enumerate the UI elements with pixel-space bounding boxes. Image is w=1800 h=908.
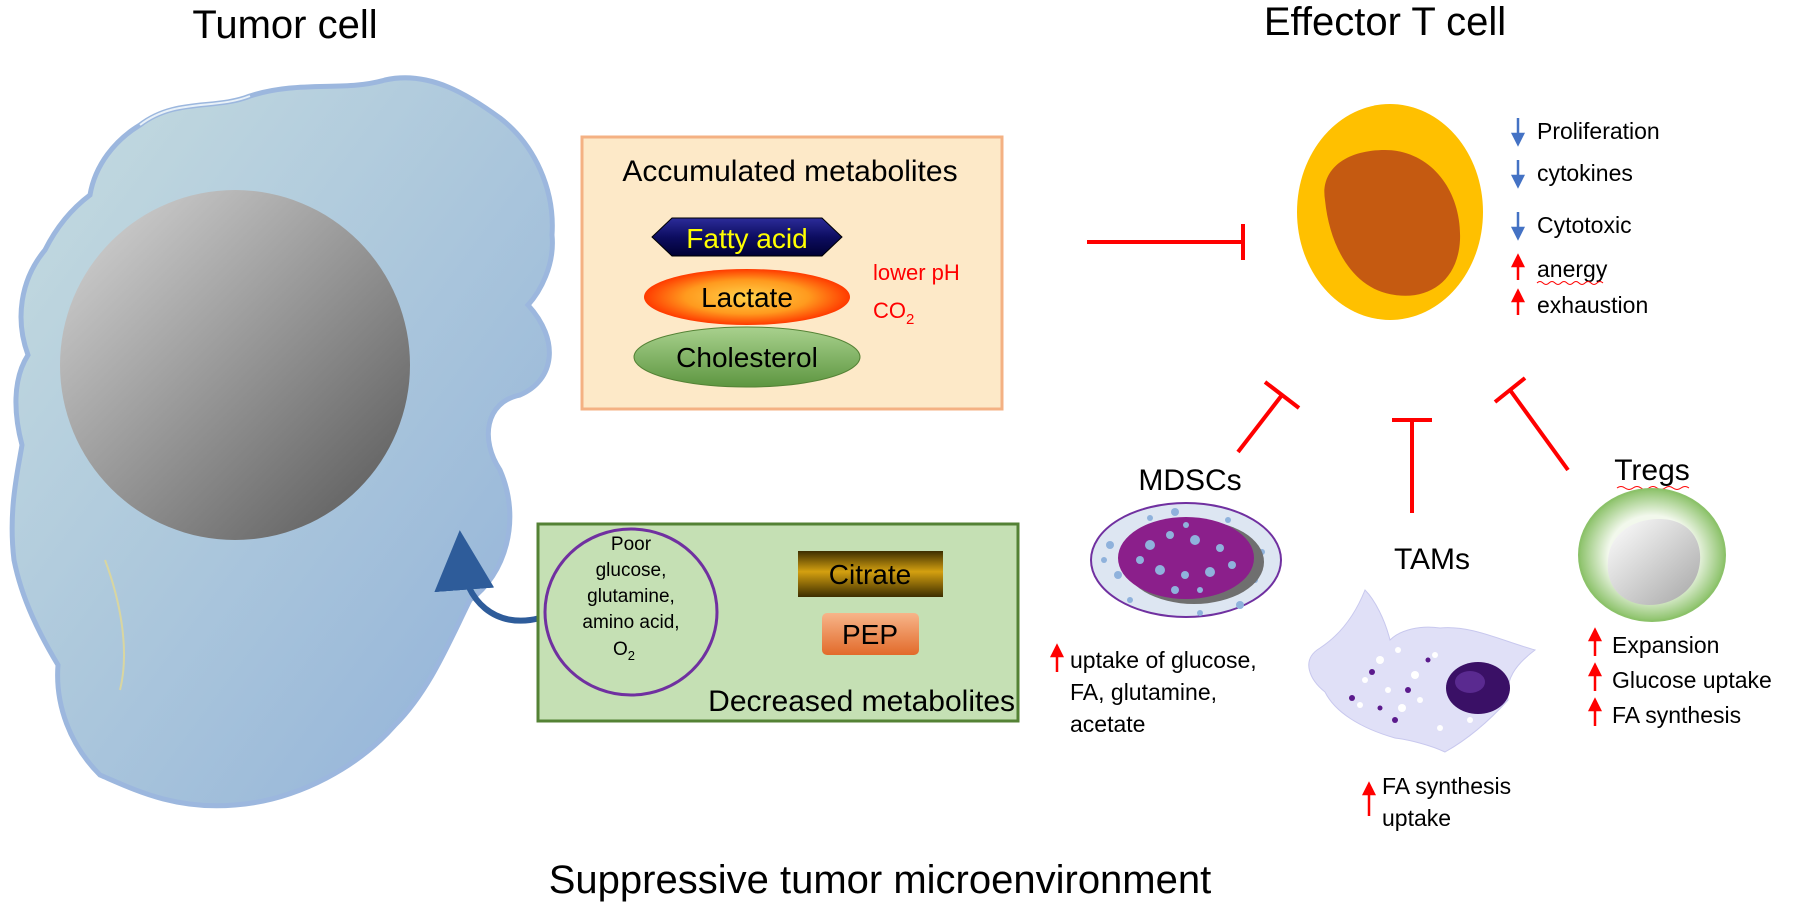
- tregs-effect: Expansion Glucose uptake FA synthesis: [1587, 627, 1772, 728]
- tams-effect-line-1: FA synthesis: [1382, 773, 1511, 799]
- mdscs-effect-line-3: acetate: [1070, 711, 1145, 737]
- effect-text: exhaustion: [1537, 292, 1648, 318]
- tregs-cell: Tregs Expansion Glucose uptake FA synthe…: [1578, 454, 1772, 728]
- down-arrow-icon: [1510, 160, 1526, 189]
- mdscs-cell: MDSCs uptake of glucose, FA, glutamine, …: [1049, 464, 1282, 737]
- effect-text: Proliferation: [1537, 118, 1660, 144]
- tumor-cell-title: Tumor cell: [192, 3, 377, 47]
- up-arrow-icon: [1049, 643, 1065, 672]
- poor-line-3: glutamine,: [587, 586, 675, 607]
- tumor-nucleus: [60, 190, 410, 540]
- up-arrow-icon: [1587, 627, 1603, 726]
- o2-label: O2: [613, 639, 635, 663]
- poor-line-1: Poor: [611, 534, 652, 555]
- metabolite-inhibition-arrow: [1087, 224, 1245, 260]
- effector-t-cell: [1297, 104, 1483, 320]
- mdscs-inhibition-arrow: [1236, 380, 1301, 454]
- poor-line-4: amino acid,: [582, 612, 679, 633]
- accumulated-heading: Accumulated metabolites: [622, 155, 957, 188]
- effect-text: anergy: [1537, 256, 1608, 282]
- up-arrow-icon: [1361, 781, 1377, 816]
- tregs-effect-line-3: FA synthesis: [1612, 702, 1741, 728]
- pep-label: PEP: [842, 619, 898, 650]
- effect-cytotoxic: Cytotoxic: [1510, 212, 1632, 241]
- co2-label: CO2: [873, 298, 914, 328]
- tams-inhibition-arrow: [1392, 418, 1432, 513]
- lower-ph-label: lower pH: [873, 260, 960, 285]
- effect-cytokines: cytokines: [1510, 160, 1633, 189]
- effector-t-cell-title: Effector T cell: [1264, 0, 1506, 44]
- uptake-curve-arrow: [434, 530, 541, 624]
- fatty-acid-shape: Fatty acid: [651, 217, 843, 257]
- pep-shape: PEP: [822, 613, 919, 655]
- poor-nutrients-text: Poor glucose, glutamine, amino acid, O2: [582, 534, 679, 663]
- mdscs-effect-line-1: uptake of glucose,: [1070, 647, 1257, 673]
- effect-proliferation: Proliferation: [1510, 118, 1660, 147]
- effect-exhaustion: exhaustion: [1510, 288, 1648, 318]
- cholesterol-label: Cholesterol: [676, 342, 818, 373]
- tregs-inhibition-arrow: [1493, 376, 1570, 472]
- lactate-label: Lactate: [701, 282, 793, 313]
- lactate-shape: Lactate: [644, 269, 850, 325]
- mdscs-label: MDSCs: [1138, 464, 1241, 497]
- tregs-effect-line-1: Expansion: [1612, 632, 1719, 658]
- cholesterol-shape: Cholesterol: [633, 326, 861, 388]
- effect-anergy: anergy: [1510, 253, 1608, 285]
- down-arrow-icon: [1510, 212, 1526, 241]
- citrate-shape: Citrate: [798, 551, 943, 597]
- microenvironment-title: Suppressive tumor microenvironment: [549, 858, 1211, 902]
- tams-label: TAMs: [1394, 543, 1470, 576]
- tregs-label: Tregs: [1614, 454, 1690, 487]
- tams-effect: FA synthesis uptake: [1361, 773, 1511, 831]
- down-arrow-icon: [1510, 118, 1526, 147]
- tregs-effect-line-2: Glucose uptake: [1612, 667, 1772, 693]
- fatty-acid-label: Fatty acid: [686, 223, 807, 254]
- poor-nutrients-oval: [543, 527, 719, 697]
- tumor-cell: [9, 75, 555, 809]
- decreased-metabolites-box: Poor glucose, glutamine, amino acid, O2 …: [536, 522, 1020, 723]
- decreased-heading: Decreased metabolites: [708, 685, 1015, 718]
- up-arrow-icon: [1510, 253, 1526, 280]
- t-cell-effects: Proliferation cytokines Cytotoxic anergy: [1510, 118, 1660, 318]
- citrate-label: Citrate: [829, 559, 911, 590]
- up-arrow-icon: [1510, 288, 1526, 315]
- effect-text: Cytotoxic: [1537, 212, 1632, 238]
- tams-effect-line-2: uptake: [1382, 805, 1451, 831]
- poor-line-2: glucose,: [596, 560, 667, 581]
- effect-text: cytokines: [1537, 160, 1633, 186]
- mdscs-effect: uptake of glucose, FA, glutamine, acetat…: [1049, 643, 1257, 737]
- tams-cell: TAMs FA synthesis uptake: [1308, 543, 1537, 831]
- mdscs-effect-line-2: FA, glutamine,: [1070, 679, 1217, 705]
- accumulated-metabolites-box: Accumulated metabolites Fatty acid Lacta…: [580, 135, 1004, 411]
